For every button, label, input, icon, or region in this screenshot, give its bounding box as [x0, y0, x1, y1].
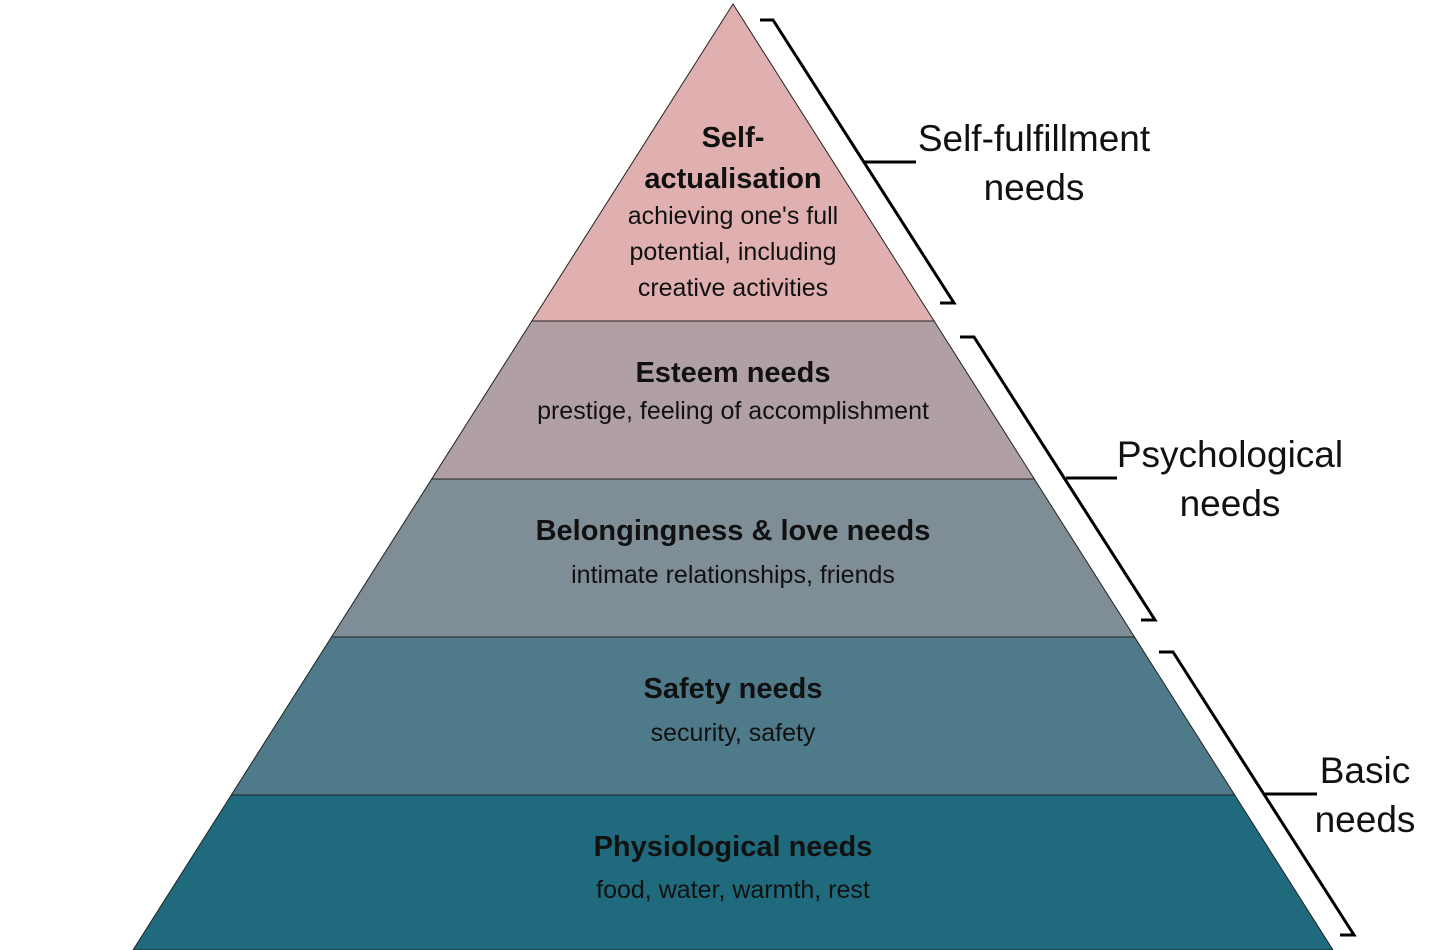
- group-self-fulfillment: Self-fulfillment needs: [760, 18, 1151, 305]
- group-label: needs: [1315, 799, 1416, 840]
- tier-description: prestige, feeling of accomplishment: [537, 397, 929, 425]
- pyramid: [132, 3, 1334, 950]
- tier-description: food, water, warmth, rest: [596, 876, 870, 904]
- tier-safety-shape: [230, 636, 1236, 796]
- tier-belongingness: Belongingness & love needs intimate rela…: [536, 515, 931, 589]
- group-label: Psychological: [1117, 434, 1343, 475]
- bracket: [1159, 650, 1357, 937]
- tier-title: Belongingness & love needs: [536, 515, 931, 547]
- tier-belongingness-shape: [330, 478, 1136, 638]
- tier-safety: Safety needs security, safety: [644, 673, 823, 747]
- tier-description: intimate relationships, friends: [571, 561, 895, 589]
- tier-title: Esteem needs: [635, 357, 830, 389]
- tier-esteem: Esteem needs prestige, feeling of accomp…: [537, 357, 929, 425]
- bracket: [960, 335, 1158, 622]
- tier-title: Physiological needs: [594, 831, 873, 863]
- tier-physiological-shape: [132, 794, 1334, 950]
- tier-title: Safety needs: [644, 673, 823, 705]
- tier-title: Self-: [702, 122, 765, 154]
- group-label: needs: [984, 167, 1085, 208]
- group-label: needs: [1180, 483, 1281, 524]
- tier-description: creative activities: [638, 274, 828, 302]
- group-psychological: Psychological needs: [960, 335, 1343, 622]
- tier-description: achieving one's full: [628, 202, 838, 230]
- tier-physiological: Physiological needs food, water, warmth,…: [594, 831, 873, 904]
- group-label: Self-fulfillment: [918, 118, 1151, 159]
- tier-title: actualisation: [644, 163, 821, 195]
- bracket: [760, 18, 957, 305]
- tier-description: potential, including: [629, 238, 836, 266]
- group-label: Basic: [1320, 750, 1410, 791]
- tier-self-actualisation: Self- actualisation achieving one's full…: [628, 122, 838, 302]
- group-basic: Basic needs: [1159, 650, 1416, 937]
- tier-description: security, safety: [651, 719, 816, 747]
